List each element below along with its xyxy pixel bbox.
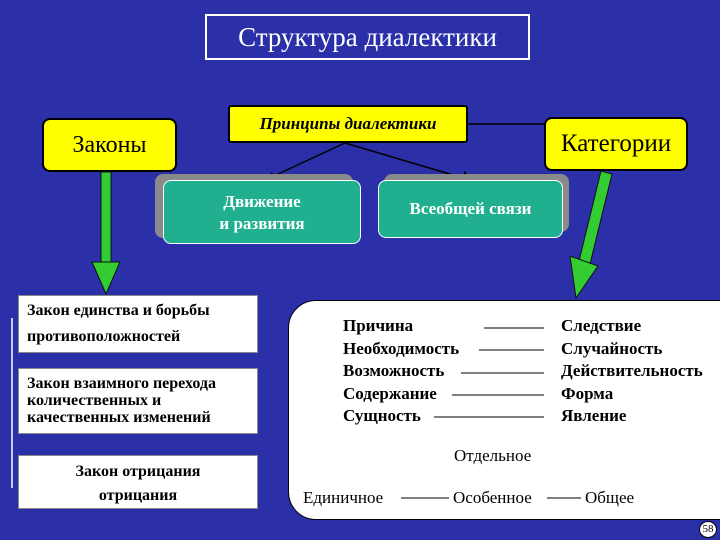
law2-line-2: количественных и xyxy=(27,392,162,409)
page-title: Структура диалектики xyxy=(205,14,530,60)
categories-box: Категории xyxy=(544,117,688,171)
motion-line-2: и развития xyxy=(219,214,305,233)
motion-principle-box: Движение и развития xyxy=(163,180,361,244)
law3-line-1: Закон отрицания xyxy=(75,463,201,480)
law-quantity-quality: Закон взаимного перехода количественных … xyxy=(18,368,258,434)
page-number: 58 xyxy=(699,521,717,538)
category-left-3: Возможность xyxy=(343,361,445,380)
motion-line-1: Движение xyxy=(223,192,301,211)
connector-to-motion xyxy=(264,142,346,181)
general-row-singular: Единичное xyxy=(303,488,384,507)
categories-panel: Причина Необходимость Возможность Содерж… xyxy=(288,300,720,520)
law2-line-1: Закон взаимного перехода xyxy=(27,375,216,392)
connector-to-connection xyxy=(344,142,471,181)
law-negation-of-negation: Закон отрицания отрицания xyxy=(18,455,258,509)
category-right-3: Действительность xyxy=(561,361,703,380)
category-left-2: Необходимость xyxy=(343,338,460,358)
category-left-4: Содержание xyxy=(343,383,437,403)
general-row-general: Общее xyxy=(585,488,635,507)
categories-left-column: Причина Необходимость Возможность Содерж… xyxy=(343,315,459,428)
general-row-particular: Особенное xyxy=(453,488,532,507)
category-left-1: Причина xyxy=(343,316,414,335)
individual-label: Отдельное xyxy=(454,446,532,465)
category-right-4: Форма xyxy=(561,383,614,403)
principles-box: Принципы диалектики xyxy=(228,105,468,143)
law1-line-2: противоположностей xyxy=(27,328,181,345)
category-right-5: Явление xyxy=(561,406,627,425)
law3-line-2: отрицания xyxy=(98,487,178,504)
categories-lines xyxy=(401,327,581,499)
category-left-5: Сущность xyxy=(343,406,421,425)
connection-principle-box: Всеобщей связи xyxy=(378,180,563,238)
categories-arrow xyxy=(569,170,613,300)
categories-right-column: Следствие Случайность Действительность Ф… xyxy=(561,315,703,428)
laws-arrow xyxy=(91,171,121,296)
law1-line-1: Закон единства и борьбы xyxy=(27,302,210,319)
category-right-2: Случайность xyxy=(561,338,663,358)
law-unity-of-opposites: Закон единства и борьбы противоположност… xyxy=(18,295,258,353)
category-right-1: Следствие xyxy=(561,316,642,335)
laws-box: Законы xyxy=(42,118,177,172)
law2-line-3: качественных изменений xyxy=(27,409,211,426)
